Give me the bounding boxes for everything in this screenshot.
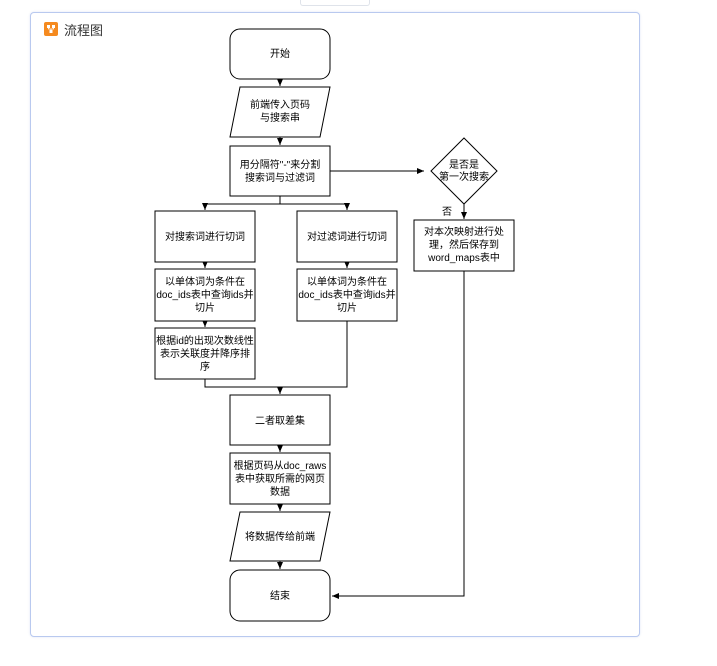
decision-node [430,137,498,205]
mapping-node [413,219,515,272]
output-node [229,511,331,562]
split-node [229,145,331,197]
flowchart-icon [44,22,58,36]
edge-query-right-diff [280,321,348,388]
cut-filter-node [296,210,398,263]
start-node [229,28,331,80]
panel-title: 流程图 [64,22,104,38]
top-tab[interactable] [300,0,370,6]
edge-mapping-end [332,271,465,599]
edge-sort-diff [204,379,283,394]
edge-split-right [280,203,350,210]
split-label-1: 用分隔符"-"来分割 [240,158,320,171]
flowchart-panel [30,12,640,637]
decision-label-1: 是否是 [449,159,479,171]
edge-split-left [202,196,281,210]
fetch-label-3: 数据 [270,485,290,498]
end-node [229,569,331,622]
mapping-label-1: 对本次映射进行处 [424,225,504,238]
query-right-node [296,268,398,322]
no-label: 否 [442,206,452,218]
fetch-label-2: 表中获取所需的网页 [235,472,325,485]
output-label: 将数据传给前端 [245,530,315,543]
start-label: 开始 [270,47,290,60]
cut-search-label: 对搜索词进行切词 [165,230,245,243]
mapping-label-3: word_maps表中 [427,251,500,264]
sort-node [154,327,256,380]
sort-label-3: 序 [200,360,210,373]
input-node [229,86,331,138]
input-label-2: 与搜索串 [260,111,300,124]
cut-search-node [154,210,256,263]
split-label-2: 搜索词与过滤词 [245,171,315,184]
end-label: 结束 [270,589,290,602]
query-right-label-3: 切片 [337,301,357,314]
fetch-node [229,452,331,505]
query-right-label-2: doc_ids表中查询ids并 [298,288,395,301]
decision-label-2: 第一次搜索 [439,170,489,183]
query-left-label-2: doc_ids表中查询ids并 [156,288,253,301]
query-left-label-3: 切片 [195,301,215,314]
query-left-node [154,268,256,322]
mapping-label-2: 理，然后保存到 [429,238,499,251]
sort-label-1: 根据id的出现次数线性 [156,334,254,347]
query-left-label-1: 以单体词为条件在 [165,275,245,288]
diff-node [229,394,331,446]
cut-filter-label: 对过滤词进行切词 [307,230,387,243]
diff-label: 二者取差集 [255,414,305,427]
panel-header: 流程图 [44,20,103,38]
input-label-1: 前端传入页码 [250,98,310,111]
fetch-label-1: 根据页码从doc_raws [234,459,327,472]
sort-label-2: 表示关联度并降序排 [160,347,250,360]
query-right-label-1: 以单体词为条件在 [307,275,387,288]
